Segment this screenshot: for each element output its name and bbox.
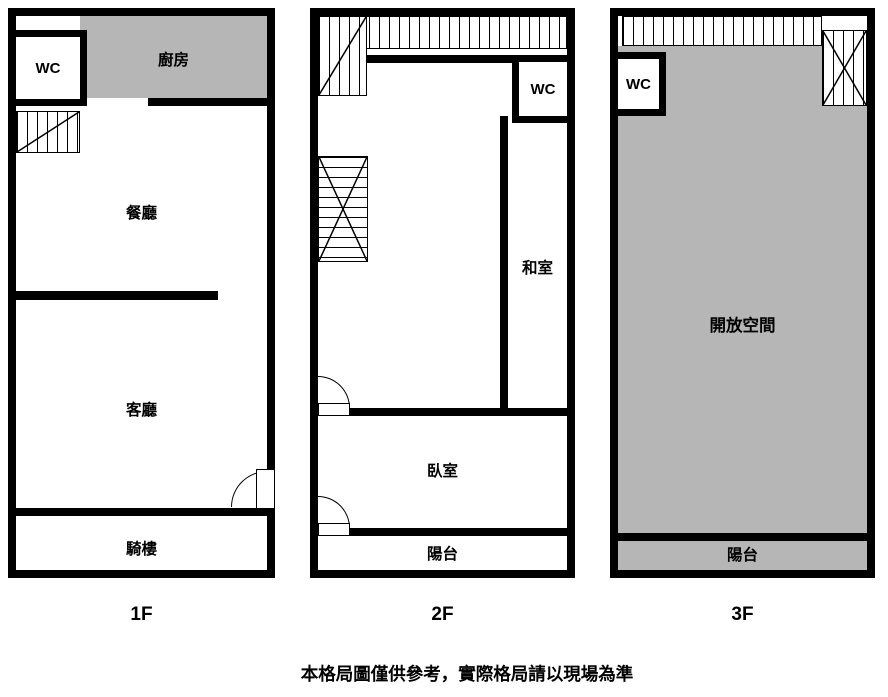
floor-plan-2f: WC 和室 臥室 陽台 xyxy=(310,8,575,578)
dining-living-wall xyxy=(16,291,218,300)
kitchen-area xyxy=(80,16,267,98)
room-label-wc-3f: WC xyxy=(626,75,651,93)
floor-plan-1f: 廚房 WC 餐廳 客廳 騎樓 xyxy=(8,8,275,578)
wc-room-2f: WC xyxy=(512,55,567,123)
room-label-wc-2f: WC xyxy=(530,80,556,98)
stairs-diagonal-icon xyxy=(17,112,79,152)
stairs-cross-icon xyxy=(823,31,866,105)
room-label-tatami: 和室 xyxy=(521,260,553,277)
balcony-wall-3f xyxy=(618,533,867,541)
floor-plan-3f: WC 開放空間 陽台 xyxy=(610,8,875,578)
wc-room-1f: WC xyxy=(16,30,87,106)
stairs-top-strip-3f xyxy=(622,16,822,46)
room-label-dining: 餐廳 xyxy=(125,205,157,222)
tatami-wall xyxy=(500,116,508,408)
wc-room-3f: WC xyxy=(618,52,666,116)
floor-label-2f: 2F xyxy=(431,604,454,625)
stairs-cross-icon xyxy=(319,157,367,261)
stairs-top-right-3f xyxy=(822,30,867,106)
room-label-arcade: 騎樓 xyxy=(125,541,157,558)
room-label-bedroom: 臥室 xyxy=(426,463,458,480)
stairs-diagonal-icon xyxy=(319,17,366,95)
stairs-top-left-2f xyxy=(318,16,367,96)
floor-label-1f: 1F xyxy=(130,604,153,625)
balcony-area-3f xyxy=(618,541,867,570)
room-label-open-space: 開放空間 xyxy=(709,317,776,335)
open-space-area xyxy=(618,46,867,533)
stairs-1f xyxy=(16,111,80,153)
wc-top-wall-2f xyxy=(367,55,512,63)
balcony-wall-2f xyxy=(350,528,567,536)
bedroom-wall xyxy=(350,408,567,416)
room-label-kitchen: 廚房 xyxy=(157,52,189,69)
room-label-wc-1f: WC xyxy=(35,59,61,77)
door-panel-entrance-1f xyxy=(256,469,275,509)
kitchen-bottom-wall xyxy=(148,98,267,106)
stairs-mid-2f xyxy=(318,156,368,262)
disclaimer-text: 本格局圖僅供參考，實際格局請以現場為準 xyxy=(300,664,634,684)
door-panel-balcony-2f xyxy=(318,523,350,536)
door-panel-bedroom xyxy=(318,403,350,416)
room-label-balcony-2f: 陽台 xyxy=(426,546,458,563)
arcade-wall xyxy=(16,508,267,516)
floor-label-3f: 3F xyxy=(731,604,754,625)
room-label-living: 客廳 xyxy=(125,402,157,419)
room-label-balcony-3f: 陽台 xyxy=(726,547,758,564)
